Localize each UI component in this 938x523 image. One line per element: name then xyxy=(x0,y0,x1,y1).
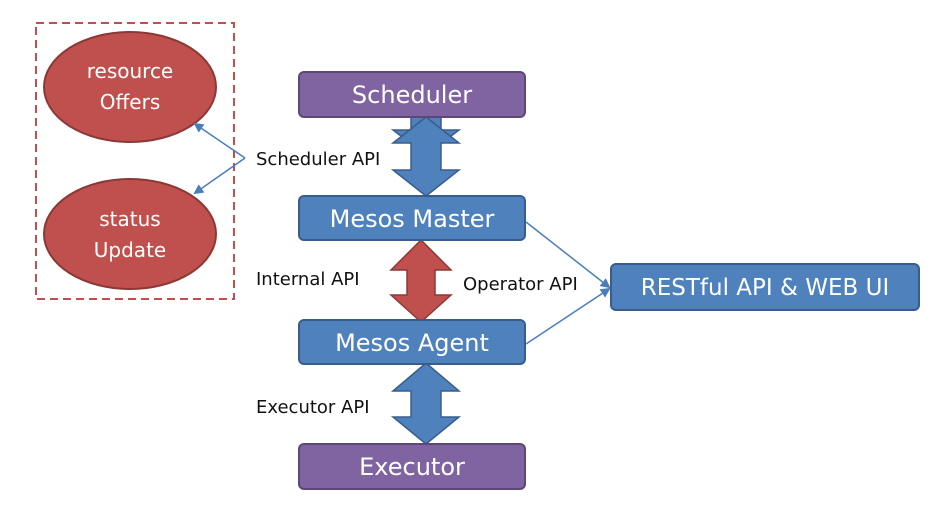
master-to-restful-connector xyxy=(525,221,611,289)
scheduler-events-group xyxy=(35,22,235,300)
operator-api-label: Operator API xyxy=(463,274,578,295)
mesos-master-box xyxy=(298,195,526,241)
scheduler-label: Scheduler xyxy=(352,81,472,109)
status-update-line2: Update xyxy=(94,238,166,262)
status-update-ellipse xyxy=(43,178,217,290)
executor-label: Executor xyxy=(359,453,465,481)
mesos-agent-box xyxy=(298,319,526,365)
agent-to-restful-connector xyxy=(525,287,611,345)
executor-api-label: Executor API xyxy=(256,397,370,418)
resource-offers-line2: Offers xyxy=(100,90,160,114)
resource-offers-ellipse xyxy=(43,31,217,143)
scheduler-api-to-status-arrow xyxy=(193,157,246,195)
scheduler-master-shaft xyxy=(390,116,462,197)
status-update-line1: status xyxy=(99,207,160,231)
agent-executor-double-arrow xyxy=(390,362,462,445)
scheduler-api-to-offers-arrow xyxy=(193,122,246,159)
restful-api-label: RESTful API & WEB UI xyxy=(641,275,889,301)
internal-api-label: Internal API xyxy=(256,269,360,290)
mesos-agent-label: Mesos Agent xyxy=(335,329,489,357)
mesos-master-label: Mesos Master xyxy=(330,205,495,233)
scheduler-api-label: Scheduler API xyxy=(256,149,380,170)
resource-offers-line1: resource xyxy=(87,59,174,83)
executor-box xyxy=(298,443,526,490)
scheduler-box xyxy=(298,71,526,118)
master-agent-double-arrow xyxy=(389,238,453,324)
restful-api-box xyxy=(610,263,920,311)
